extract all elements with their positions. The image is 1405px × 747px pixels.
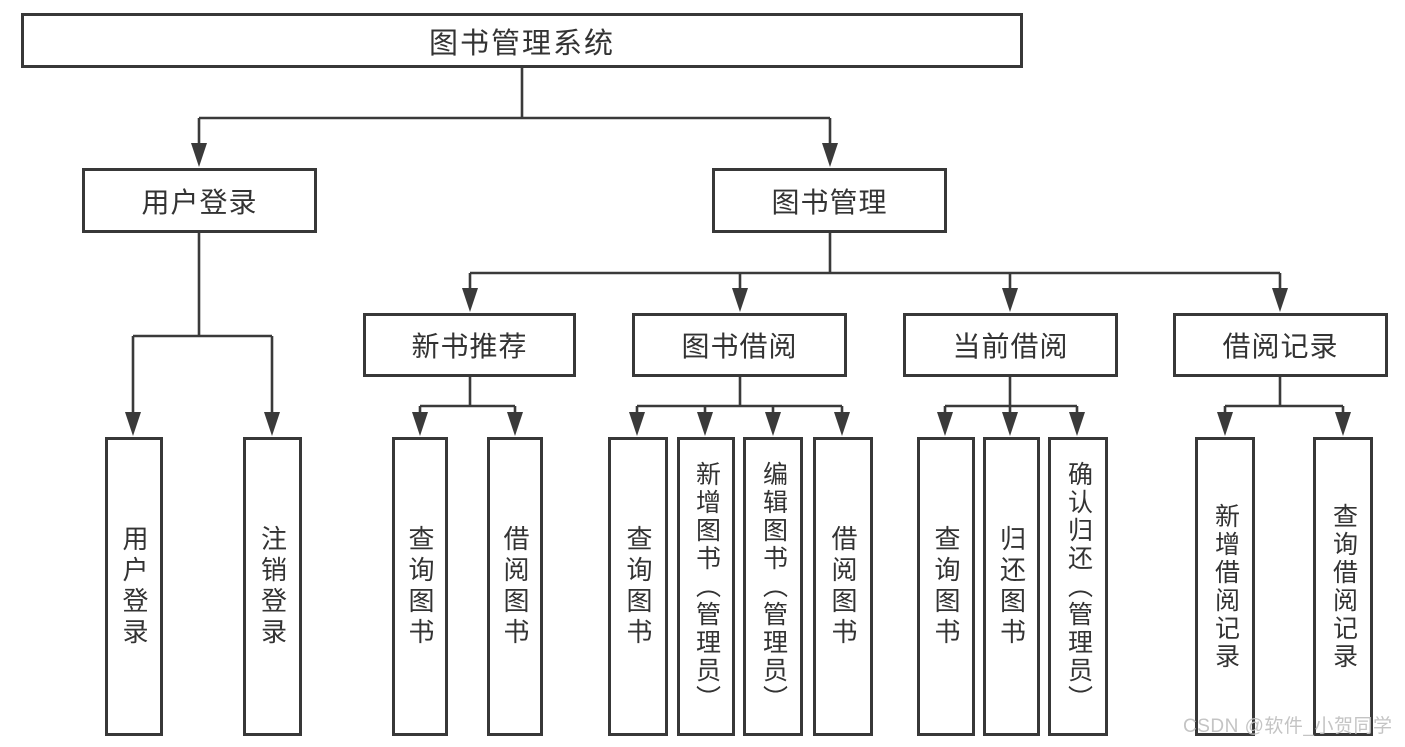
node-leaf-return-books: 归还图书	[983, 437, 1040, 736]
node-leaf-query-books-1: 查询图书	[392, 437, 448, 736]
node-book-borrow-label: 图书借阅	[681, 331, 798, 362]
node-leaf-confirm-return-admin: 确认归还（管理员）	[1048, 437, 1108, 736]
node-leaf-add-borrow-record-label: 新增借阅记录	[1211, 502, 1240, 671]
node-leaf-edit-books-admin: 编辑图书（管理员）	[743, 437, 803, 736]
connector-root-to-level2	[191, 68, 838, 167]
node-current-borrow: 当前借阅	[903, 313, 1118, 377]
connector-user-login-to-leaves	[125, 233, 280, 436]
node-borrow-records-label: 借阅记录	[1222, 331, 1339, 362]
node-leaf-query-borrow-record-label: 查询借阅记录	[1329, 502, 1358, 671]
node-leaf-borrow-books-1-label: 借阅图书	[500, 524, 530, 649]
connector-book-borrow-to-leaves	[629, 377, 850, 436]
node-leaf-add-books-admin: 新增图书（管理员）	[677, 437, 735, 736]
node-leaf-add-borrow-record: 新增借阅记录	[1195, 437, 1255, 736]
node-leaf-query-books-2: 查询图书	[608, 437, 668, 736]
node-borrow-records: 借阅记录	[1173, 313, 1388, 377]
connector-book-management-to-level3	[462, 233, 1288, 312]
connector-borrow-records-to-leaves	[1217, 377, 1351, 436]
node-leaf-user-login: 用户登录	[105, 437, 163, 736]
node-leaf-add-books-admin-label: 新增图书（管理员）	[692, 460, 721, 713]
node-current-borrow-label: 当前借阅	[952, 331, 1069, 362]
node-book-management: 图书管理	[712, 168, 947, 233]
node-leaf-edit-books-admin-label: 编辑图书（管理员）	[759, 460, 788, 713]
node-root: 图书管理系统	[21, 13, 1023, 68]
csdn-watermark: CSDN @软件_小贺同学	[1183, 716, 1393, 737]
node-leaf-borrow-books-2-label: 借阅图书	[828, 524, 858, 649]
node-leaf-query-borrow-record: 查询借阅记录	[1313, 437, 1373, 736]
node-new-book-recommend-label: 新书推荐	[411, 331, 528, 362]
node-leaf-logout: 注销登录	[243, 437, 302, 736]
node-leaf-borrow-books-1: 借阅图书	[487, 437, 543, 736]
connector-current-borrow-to-leaves	[937, 377, 1085, 436]
node-book-management-label: 图书管理	[771, 186, 888, 218]
node-leaf-borrow-books-2: 借阅图书	[813, 437, 873, 736]
node-new-book-recommend: 新书推荐	[363, 313, 576, 377]
node-book-borrow: 图书借阅	[632, 313, 847, 377]
node-root-label: 图书管理系统	[428, 27, 615, 60]
node-leaf-user-login-label: 用户登录	[119, 524, 149, 649]
connector-new-book-recommend-to-leaves	[412, 377, 523, 436]
node-leaf-query-books-3-label: 查询图书	[931, 524, 961, 649]
node-user-login-label: 用户登录	[141, 186, 258, 218]
node-leaf-query-books-1-label: 查询图书	[405, 524, 435, 649]
node-user-login: 用户登录	[82, 168, 317, 233]
node-leaf-return-books-label: 归还图书	[996, 524, 1027, 649]
node-leaf-confirm-return-admin-label: 确认归还（管理员）	[1064, 460, 1093, 713]
node-leaf-query-books-2-label: 查询图书	[623, 524, 653, 649]
node-leaf-query-books-3: 查询图书	[917, 437, 975, 736]
node-leaf-logout-label: 注销登录	[257, 524, 288, 649]
